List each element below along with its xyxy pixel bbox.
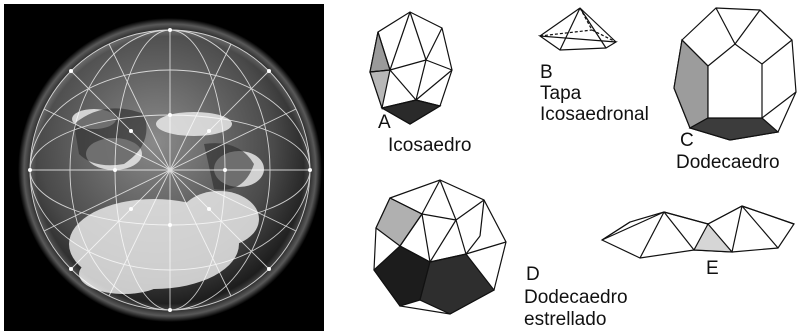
label-d-name-line2: estrellado (524, 309, 606, 330)
label-a-letter: A (378, 112, 391, 134)
dodecahedron-drawing (674, 8, 796, 140)
earth-geodesic-photo (4, 4, 324, 331)
label-b-letter: B (540, 62, 553, 84)
label-b-name-line1: Tapa (540, 83, 581, 104)
label-d-name-line1: Dodecaedro (524, 287, 628, 308)
stellated-dodecahedron-drawing (374, 180, 506, 314)
label-b-name-line2: Icosaedronal (540, 104, 649, 125)
icosahedron-drawing (370, 12, 452, 124)
label-c-name: Dodecaedro (676, 152, 780, 173)
label-e-letter: E (706, 258, 719, 280)
pyramid-chain-drawing (602, 206, 794, 258)
label-d-letter: D (526, 264, 540, 286)
polyhedra-figure: A Icosaedro B Tapa Icosaedronal C Dodeca… (330, 0, 807, 333)
label-a-name: Icosaedro (388, 135, 471, 156)
label-c-letter: C (680, 130, 694, 152)
icosahedral-cap-drawing (540, 8, 616, 50)
